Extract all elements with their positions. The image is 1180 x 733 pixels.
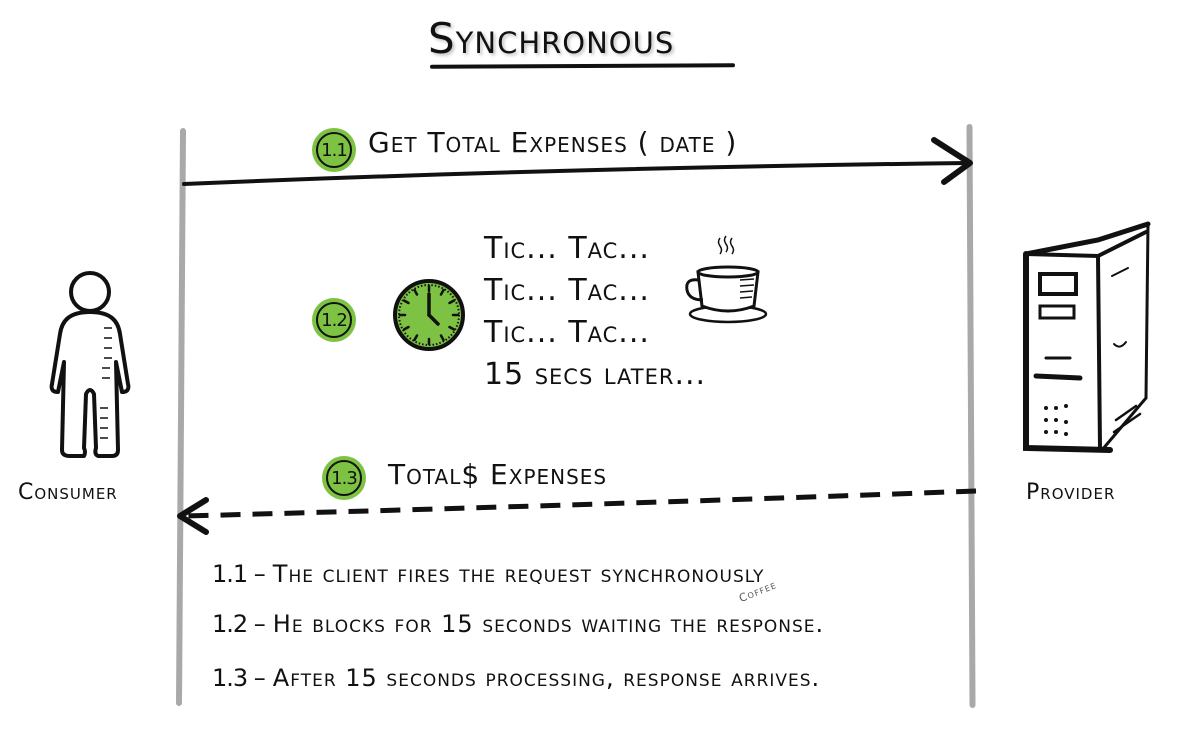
- consumer-label: Consumer: [18, 480, 118, 505]
- tic-tac-line-2: Tic... Tac...: [484, 273, 650, 308]
- clock-icon: [393, 279, 465, 351]
- step-badge-1-3: 1.3: [322, 456, 366, 500]
- note-1-2: 1.2 –He blocks for 15 seconds waiting th…: [212, 610, 825, 638]
- request-message-label: Get Total Expenses ( date ): [368, 126, 738, 159]
- coffee-cup-icon: [685, 235, 768, 324]
- note-1-1: 1.1 –The client fires the request synchr…: [212, 560, 765, 588]
- server-tower-icon: [1023, 221, 1151, 453]
- tic-tac-line-3: Tic... Tac...: [484, 315, 650, 350]
- step-badge-1-2: 1.2: [312, 298, 356, 342]
- diagram-title: Synchronous: [428, 14, 675, 63]
- provider-label: Provider: [1026, 480, 1116, 505]
- note-1-3: 1.3 –After 15 seconds processing, respon…: [212, 664, 821, 692]
- request-arrow: [182, 137, 973, 186]
- tic-tac-line-1: Tic... Tac...: [484, 231, 650, 266]
- response-arrow: [177, 488, 977, 535]
- step-badge-1-1: 1.1: [312, 128, 356, 172]
- response-message-label: Total$ Expenses: [388, 458, 608, 491]
- person-icon: [49, 271, 131, 458]
- later-line: 15 secs later...: [484, 357, 707, 392]
